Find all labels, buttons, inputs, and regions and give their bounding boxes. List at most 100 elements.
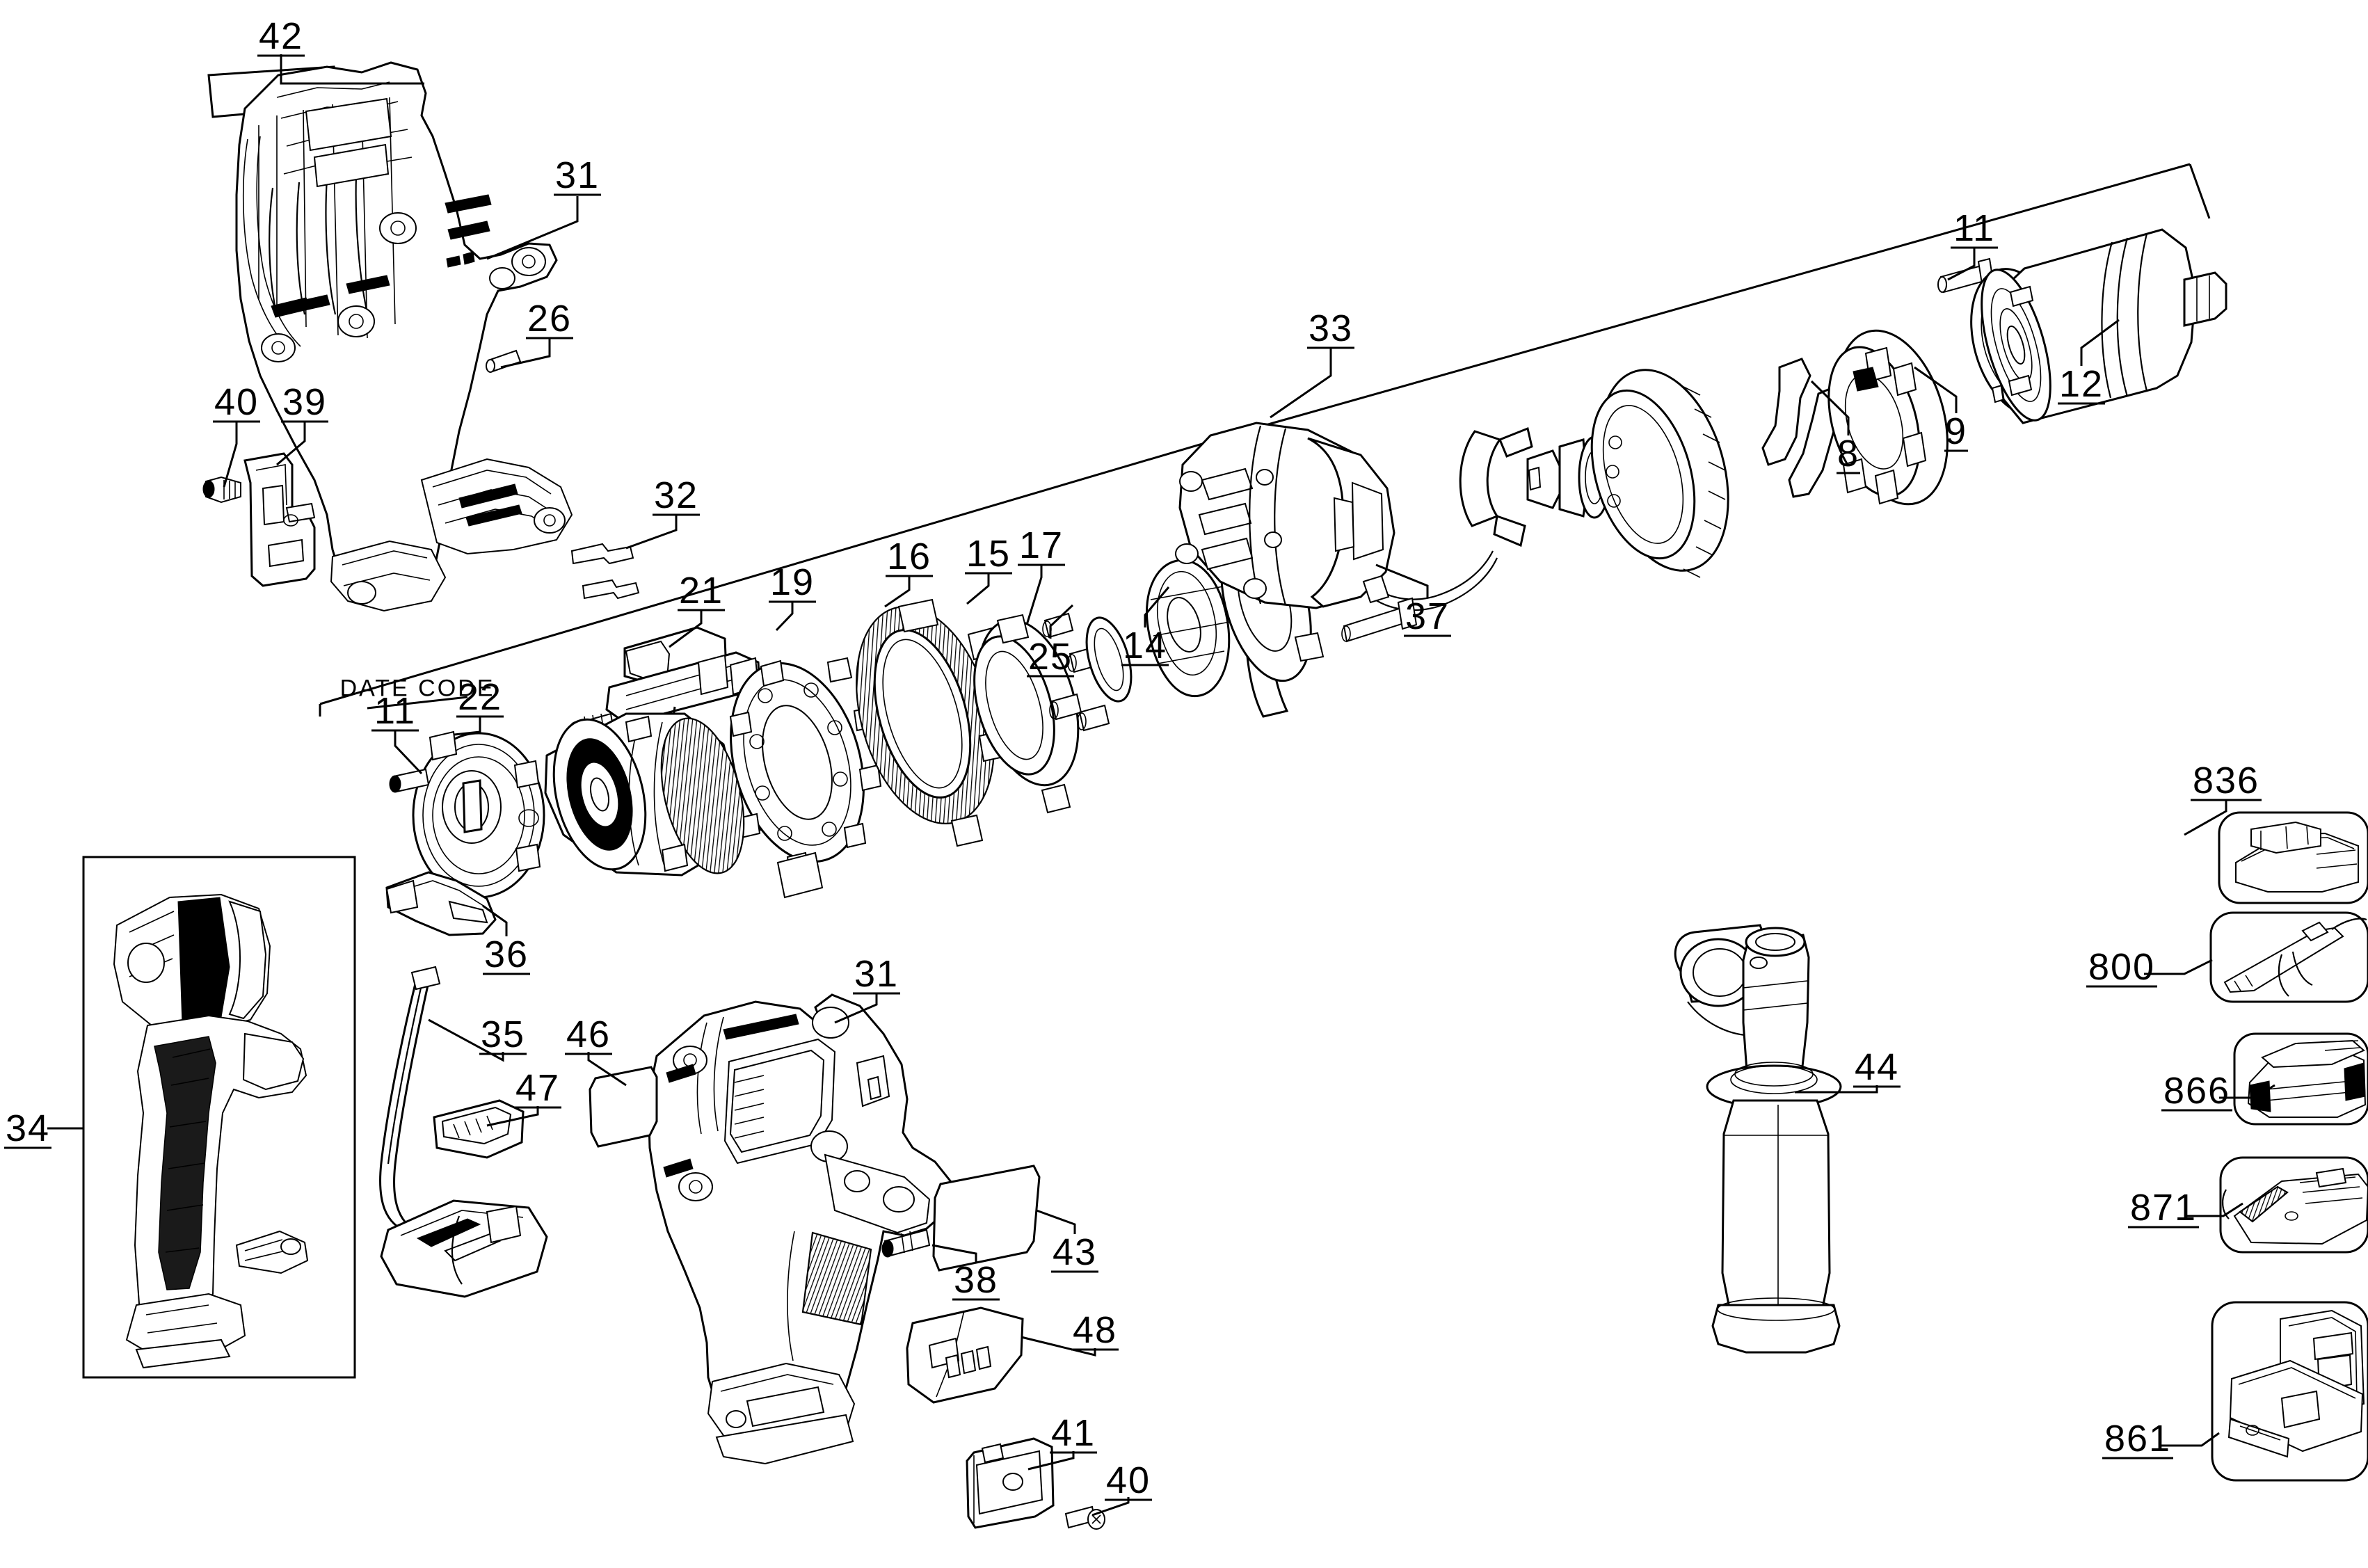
- part-9-motor-end-cap[interactable]: [1813, 318, 1966, 518]
- callout-leader-40: [1091, 1497, 1130, 1517]
- callout-leader-36: [482, 904, 508, 936]
- part-22-fan[interactable]: [412, 730, 545, 899]
- callout-number-40[interactable]: 40: [1105, 1459, 1151, 1501]
- callout-leader-21: [669, 610, 703, 648]
- date-code-label: DATE CODE: [339, 675, 495, 702]
- part-48-battery-cover[interactable]: [906, 1306, 1024, 1404]
- callout-leader-31: [486, 196, 579, 260]
- callout-number-17[interactable]: 17: [1018, 525, 1064, 566]
- part-43-nameplate-right[interactable]: [932, 1165, 1041, 1272]
- callout-number-35[interactable]: 35: [480, 1014, 526, 1055]
- part-44-side-handle[interactable]: [1674, 924, 1842, 1354]
- part-33-gearbox-assembly[interactable]: [1175, 422, 1498, 611]
- callout-leader-19: [775, 602, 794, 632]
- callout-number-41[interactable]: 41: [1050, 1412, 1096, 1454]
- callout-number-871[interactable]: 871: [2129, 1187, 2198, 1229]
- callout-number-25[interactable]: 25: [1027, 636, 1073, 678]
- callout-number-47[interactable]: 47: [515, 1067, 561, 1109]
- callout-number-19[interactable]: 19: [769, 561, 815, 603]
- callout-number-15[interactable]: 15: [966, 533, 1011, 575]
- part-40-screw-lower[interactable]: [1064, 1505, 1105, 1530]
- callout-leader-9: [1914, 366, 1958, 413]
- accessory-panel-800[interactable]: [2209, 911, 2368, 1003]
- callout-leader-11: [1947, 248, 1976, 281]
- callout-leader-44: [1795, 1085, 1878, 1094]
- callout-number-22[interactable]: 22: [457, 676, 503, 718]
- callout-number-8[interactable]: 8: [1837, 433, 1860, 474]
- callout-leader-16: [884, 576, 911, 608]
- callout-leader-43: [1036, 1209, 1076, 1234]
- callout-number-836[interactable]: 836: [2192, 760, 2260, 801]
- part-31-housing-right-clamshell[interactable]: [647, 993, 953, 1465]
- callout-number-21[interactable]: 21: [678, 570, 724, 611]
- callout-number-40[interactable]: 40: [214, 381, 259, 423]
- accessory-panel-871[interactable]: [2219, 1156, 2368, 1254]
- callout-number-26[interactable]: 26: [527, 298, 573, 339]
- callout-leader-11: [394, 730, 423, 775]
- part-41-battery-terminal[interactable]: [966, 1437, 1055, 1529]
- callout-number-37[interactable]: 37: [1405, 595, 1450, 637]
- callout-number-31[interactable]: 31: [854, 953, 899, 995]
- part-11-fan-screw[interactable]: [389, 768, 430, 793]
- part-15-clutch-collar[interactable]: [960, 609, 1096, 814]
- callout-number-46[interactable]: 46: [566, 1014, 611, 1055]
- part-38-screw[interactable]: [881, 1229, 931, 1258]
- callout-leader-861: [2160, 1432, 2220, 1447]
- callout-leader-26: [500, 338, 551, 369]
- part-rotor[interactable]: [539, 710, 758, 881]
- part-32-terminals[interactable]: [570, 543, 640, 600]
- part-16-ring-gear[interactable]: [833, 591, 1017, 847]
- callout-number-16[interactable]: 16: [886, 536, 932, 577]
- accessory-panel-861[interactable]: [2211, 1301, 2368, 1482]
- callout-number-12[interactable]: 12: [2058, 363, 2104, 405]
- part-c-clip[interactable]: [1459, 426, 1533, 547]
- part-35-wire-harness[interactable]: [379, 966, 442, 1247]
- part-housing-left-clamshell[interactable]: [207, 61, 573, 612]
- callout-leader-47: [486, 1106, 539, 1127]
- part-39-belt-hook[interactable]: [243, 452, 316, 587]
- callout-leader-41: [1027, 1451, 1075, 1471]
- part-25-washer[interactable]: [1078, 613, 1139, 707]
- callout-number-48[interactable]: 48: [1072, 1309, 1118, 1351]
- part-36-connector[interactable]: [385, 871, 497, 936]
- callout-number-36[interactable]: 36: [483, 934, 529, 975]
- part-37-screw[interactable]: [1341, 597, 1418, 643]
- part-46-nameplate-left[interactable]: [589, 1066, 658, 1148]
- callout-number-43[interactable]: 43: [1052, 1231, 1098, 1273]
- part-34-boxed-subassembly[interactable]: [82, 856, 356, 1379]
- callout-leader-46: [587, 1052, 627, 1087]
- part-mode-collar[interactable]: [1574, 355, 1750, 586]
- callout-leader-800: [2144, 959, 2213, 975]
- callout-number-11[interactable]: 11: [1953, 207, 1996, 249]
- callout-leader-35: [428, 1018, 504, 1062]
- date-code-underline: [367, 696, 468, 710]
- callout-number-14[interactable]: 14: [1122, 625, 1168, 666]
- accessory-panel-866[interactable]: [2233, 1032, 2368, 1126]
- part-40-screw-upper[interactable]: [202, 476, 241, 504]
- part-circuit-board[interactable]: [380, 1199, 548, 1298]
- callout-number-800[interactable]: 800: [2088, 946, 2156, 988]
- callout-number-38[interactable]: 38: [953, 1259, 999, 1301]
- callout-number-34[interactable]: 34: [5, 1107, 51, 1149]
- callout-leader-33: [1270, 348, 1332, 419]
- accessory-panel-836[interactable]: [2218, 811, 2368, 904]
- callout-leader-871: [2186, 1202, 2243, 1217]
- callout-leader-42: [280, 54, 424, 85]
- callout-number-9[interactable]: 9: [1944, 410, 1968, 452]
- callout-number-11[interactable]: 11: [374, 690, 417, 732]
- callout-number-31[interactable]: 31: [554, 154, 600, 196]
- callout-number-33[interactable]: 33: [1308, 307, 1354, 349]
- callout-number-39[interactable]: 39: [282, 381, 328, 423]
- callout-number-32[interactable]: 32: [653, 474, 699, 516]
- callout-number-866[interactable]: 866: [2163, 1070, 2231, 1112]
- callout-number-42[interactable]: 42: [258, 15, 304, 57]
- part-12-chuck[interactable]: [1968, 228, 2227, 428]
- callout-number-44[interactable]: 44: [1854, 1046, 1900, 1088]
- part-14-clutch-cam[interactable]: [1146, 559, 1231, 698]
- callout-number-861[interactable]: 861: [2104, 1418, 2172, 1459]
- part-26-pin[interactable]: [486, 349, 522, 373]
- callout-leader-lines: [4, 54, 2275, 1517]
- part-47-switch-trigger[interactable]: [433, 1099, 525, 1159]
